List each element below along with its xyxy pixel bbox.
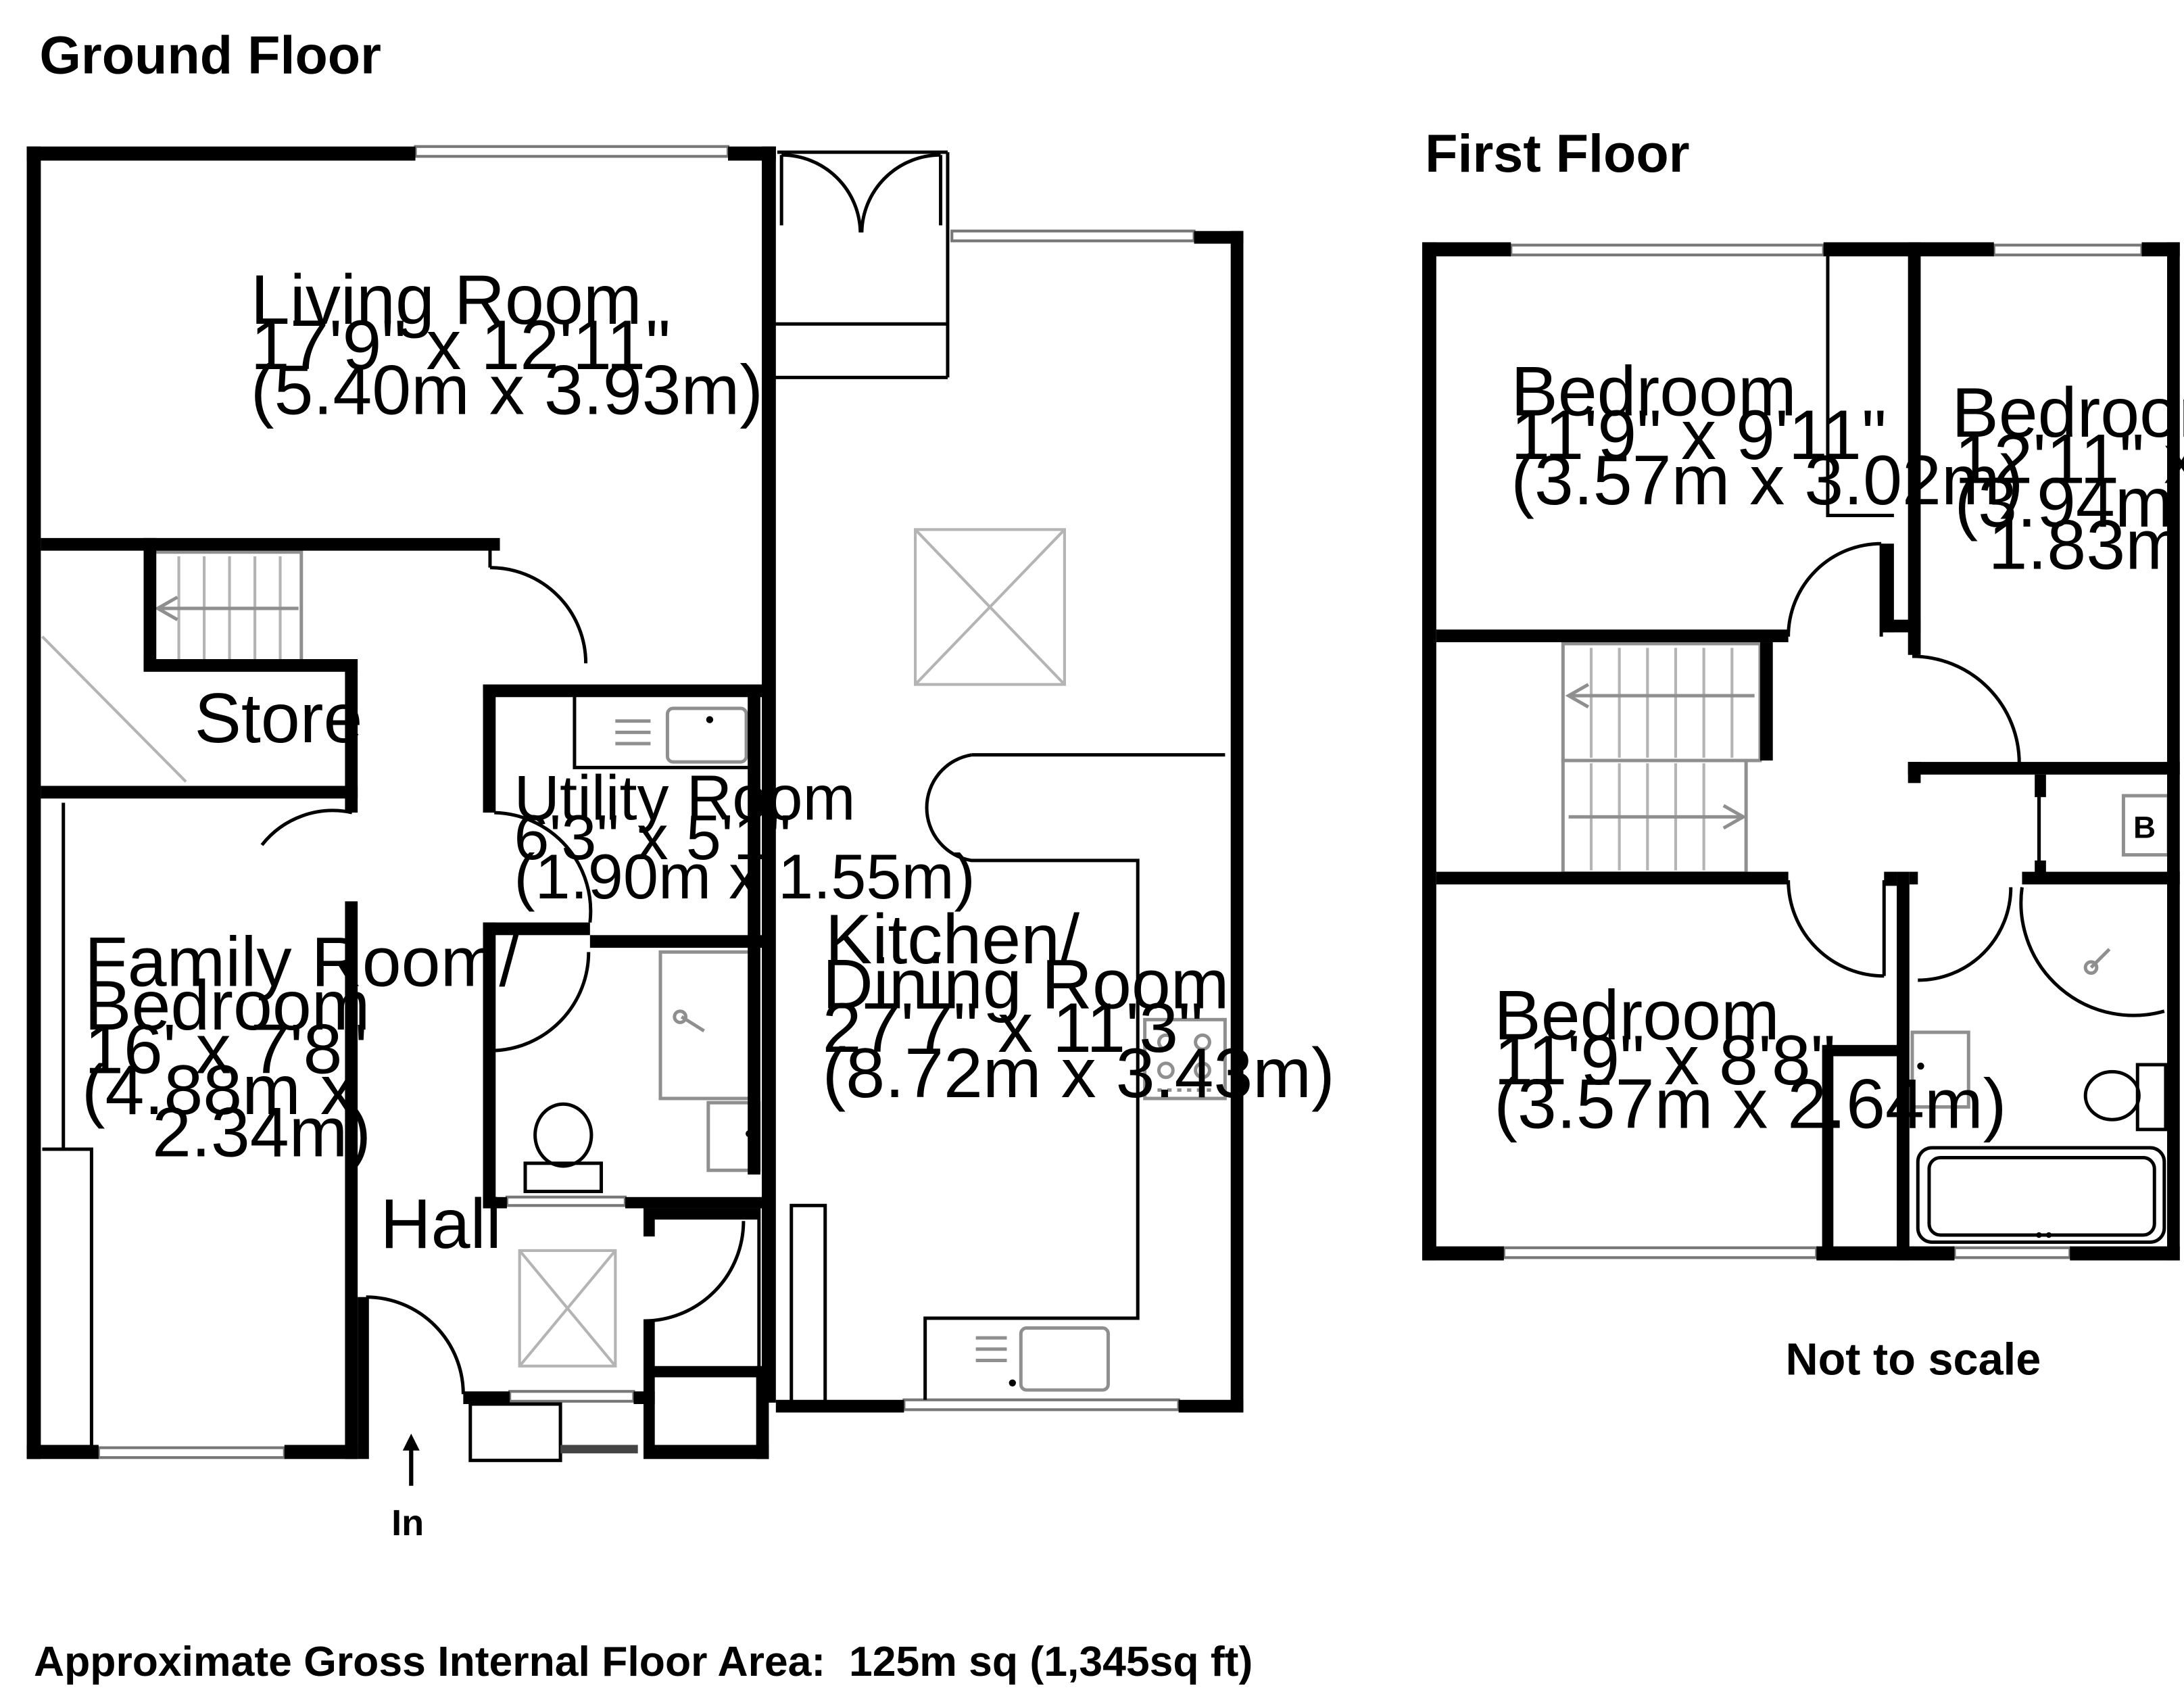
french-door-swing-icon <box>779 153 943 233</box>
first-floor-door-swing-icon <box>1787 541 2165 1017</box>
family-room-metric-line1: (4.88m x <box>82 1051 356 1130</box>
family-room-metric-line2: 2.34m) <box>152 1093 371 1172</box>
bedroom-2-metric-line1: (3.94m x <box>1954 464 2184 542</box>
kitchen-skylight-icon <box>913 528 1066 686</box>
family-room-imperial: 16' x 7'8" <box>84 1010 367 1088</box>
entrance-arrow-icon <box>402 1433 420 1486</box>
bedroom-2-name: Bedroom <box>1951 374 2184 452</box>
floor-area-note: Approximate Gross Internal Floor Area: 1… <box>34 1638 1253 1685</box>
family-room-label: Family Room/ Bedroom 16' x 7'8" (4.88m x… <box>82 923 519 1172</box>
shower-icon <box>658 950 758 1101</box>
utility-room-name: Utility Room <box>514 763 855 834</box>
living-room-metric: (5.40m x 3.93m) <box>251 352 763 430</box>
bedroom-3-label: Bedroom 11'9" x 8'8" (3.57m x 2.64m) <box>1494 976 2006 1143</box>
bedroom-2-label: Bedroom 12'11" x 6' (3.94m x 1.83m) <box>1951 374 2184 585</box>
utility-room-metric: (1.90m x 1.55m) <box>514 841 975 912</box>
kitchen-label: Kitchen/ Dining Room 27'7" x 11'3" (8.72… <box>823 900 1335 1113</box>
family-room-name-line2: Bedroom <box>84 967 370 1045</box>
bedroom-2-imperial: 12'11" x 6' <box>1954 420 2184 499</box>
kitchen-metric: (8.72m x 3.43m) <box>823 1034 1335 1113</box>
stairs-icon <box>151 550 304 664</box>
boiler-label: B <box>2133 811 2156 845</box>
bedroom-3-metric: (3.57m x 2.64m) <box>1494 1065 2006 1144</box>
kitchen-sink-icon <box>975 1326 1110 1392</box>
utility-sink-icon <box>615 706 748 764</box>
bedroom-3-imperial: 11'9" x 8'8" <box>1494 1021 1836 1100</box>
not-to-scale-note: Not to scale <box>1785 1334 2041 1384</box>
store-label: Store <box>194 679 362 758</box>
utility-room-imperial: 6'3" x 5'1" <box>514 802 791 873</box>
living-room-name: Living Room <box>251 261 642 339</box>
hall-skylight-icon <box>518 1249 617 1368</box>
ground-floor-title: Ground Floor <box>39 24 381 84</box>
hall-label: Hall <box>380 1185 501 1263</box>
bedroom-1-metric: (3.57m x 3.02m) <box>1511 441 2023 520</box>
hob-icon <box>1143 1017 1227 1101</box>
bedroom-1-label: Bedroom 11'9" x 9'11" (3.57m x 3.02m) <box>1511 353 2023 520</box>
entrance-label: In <box>391 1503 424 1543</box>
bedroom-3-name: Bedroom <box>1494 976 1780 1055</box>
living-room-imperial: 17'9" x 12'11" <box>251 306 671 385</box>
toilet-icon <box>523 1102 604 1193</box>
kitchen-imperial: 27'7" x 11'3" <box>823 989 1203 1067</box>
ground-floor-walls <box>26 146 1244 1459</box>
utility-room-label: Utility Room 6'3" x 5'1" (1.90m x 1.55m) <box>514 763 975 913</box>
bathroom-basin-icon <box>1910 1030 1970 1109</box>
bedroom-1-name: Bedroom <box>1511 353 1797 431</box>
bathroom-shower-icon <box>2083 948 2111 975</box>
bathroom-toilet-icon <box>2083 1063 2168 1132</box>
landing-stairs-icon <box>1561 642 1762 875</box>
bedroom-2-metric-line2: 1.83m) <box>1988 506 2184 585</box>
kitchen-name-line2: Dining Room <box>823 946 1230 1024</box>
bedroom-1-imperial: 11'9" x 9'11" <box>1511 396 1887 475</box>
first-floor-title: First Floor <box>1425 123 1689 183</box>
family-room-name-line1: Family Room/ <box>84 923 518 1001</box>
first-floor-walls <box>1422 242 2180 1261</box>
bath-icon <box>1916 1146 2166 1244</box>
door-swing-icon <box>260 549 746 1395</box>
living-room-label: Living Room 17'9" x 12'11" (5.40m x 3.93… <box>251 261 763 429</box>
kitchen-name-line1: Kitchen/ <box>825 900 1079 979</box>
